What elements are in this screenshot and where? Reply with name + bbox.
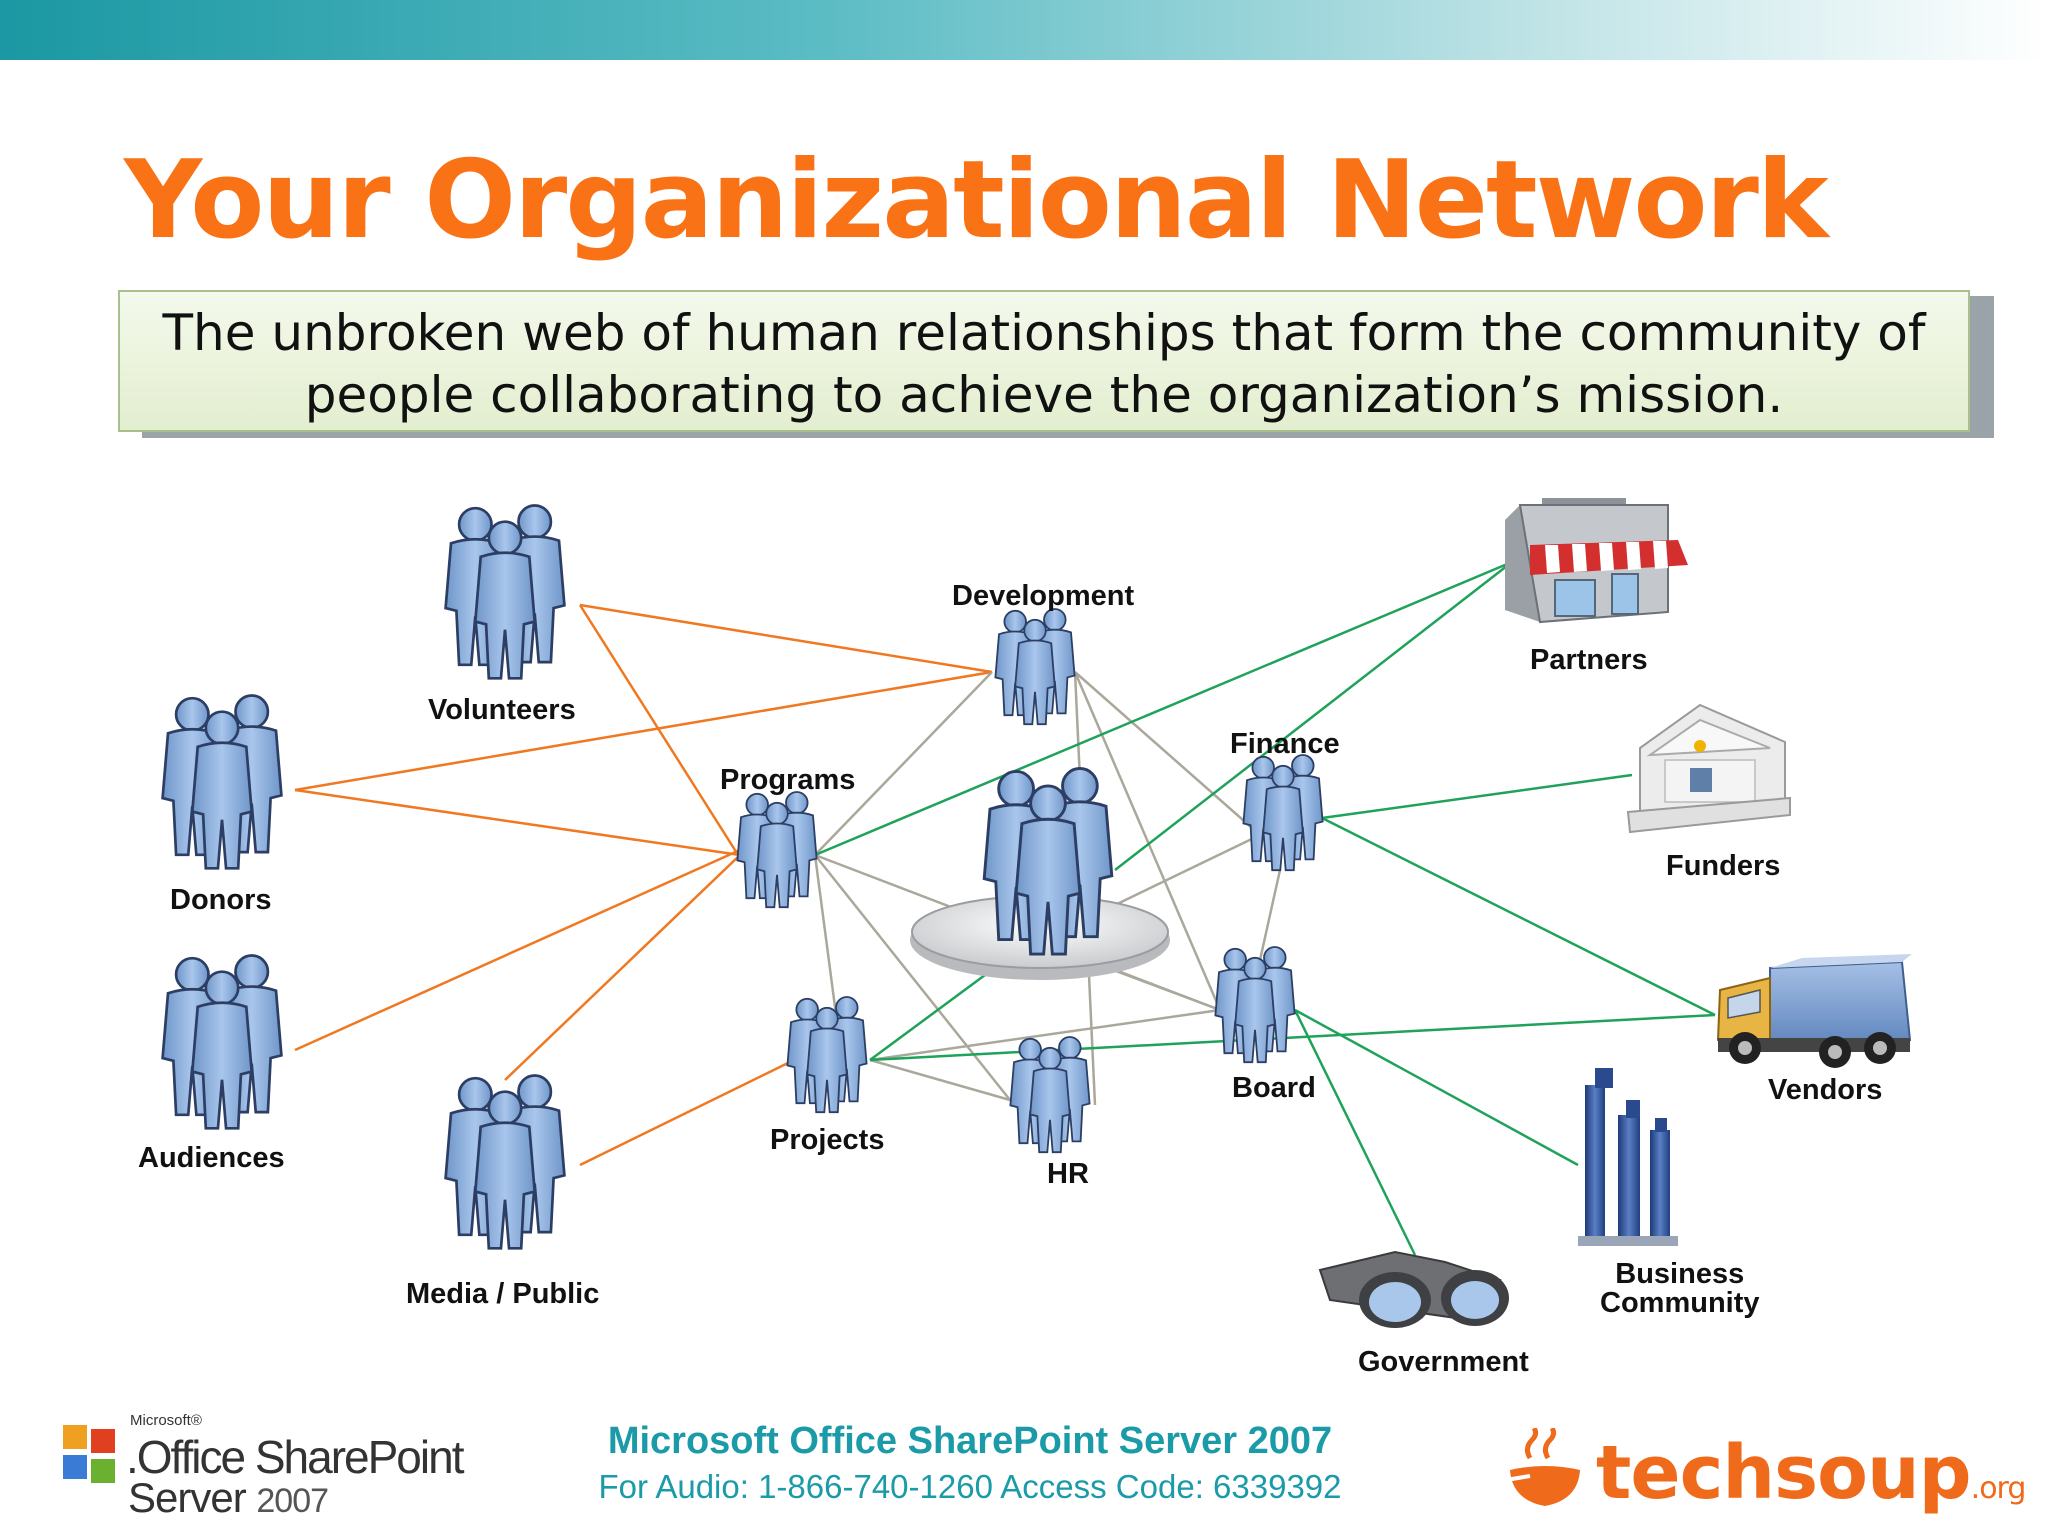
label-projects: Projects xyxy=(770,1124,885,1156)
server-year: 2007 xyxy=(256,1482,329,1520)
label-finance: Finance xyxy=(1230,728,1340,760)
label-business-community: Business Community xyxy=(1600,1260,1760,1318)
label-government: Government xyxy=(1358,1346,1529,1378)
footer-product-title: Microsoft Office SharePoint Server 2007 xyxy=(607,1420,1333,1462)
label-media-public: Media / Public xyxy=(406,1278,600,1310)
projects-people-icon xyxy=(787,997,866,1112)
board-people-icon xyxy=(1215,947,1294,1062)
definition-box: The unbroken web of human relationships … xyxy=(118,290,1970,432)
development-people-icon xyxy=(995,609,1074,724)
programs-people-icon xyxy=(737,792,816,907)
label-programs: Programs xyxy=(720,764,856,796)
central-organization-icon xyxy=(910,769,1170,980)
label-volunteers: Volunteers xyxy=(428,694,576,726)
label-business: Business xyxy=(1615,1258,1745,1290)
finance-people-icon xyxy=(1243,755,1322,870)
truck-icon xyxy=(1716,954,1912,1068)
external-links xyxy=(294,603,993,1167)
label-board: Board xyxy=(1232,1072,1316,1104)
label-partners: Partners xyxy=(1530,644,1648,676)
definition-line-2: people collaborating to achieve the orga… xyxy=(304,366,1784,424)
office-sharepoint-logo: Microsoft® .Office SharePoint Server 200… xyxy=(58,1412,478,1522)
label-funders: Funders xyxy=(1666,850,1781,882)
audiences-people-icon xyxy=(163,956,282,1129)
office-sharepoint-wordmark: .Office SharePoint xyxy=(126,1431,464,1483)
slide-title: Your Organizational Network xyxy=(124,138,1829,263)
storefront-icon xyxy=(1505,498,1688,624)
label-vendors: Vendors xyxy=(1768,1074,1883,1106)
label-hr: HR xyxy=(1047,1158,1089,1190)
binoculars-icon xyxy=(1318,1250,1509,1328)
label-audiences: Audiences xyxy=(138,1142,285,1174)
top-accent-bar xyxy=(0,0,2048,60)
footer-audio-info: For Audio: 1-866-740-1260 Access Code: 6… xyxy=(598,1468,1342,1505)
bank-icon xyxy=(1626,703,1791,834)
techsoup-word: techsoup xyxy=(1596,1430,1972,1516)
techsoup-logo: techsoup.org xyxy=(1500,1428,2026,1518)
techsoup-wordmark: techsoup.org xyxy=(1596,1430,2027,1516)
hr-people-icon xyxy=(1010,1037,1089,1152)
office-logo-icon xyxy=(61,1423,117,1485)
label-donors: Donors xyxy=(170,884,272,916)
server-wordmark: Server 2007 xyxy=(128,1474,329,1522)
volunteers-people-icon xyxy=(446,506,565,679)
skyscraper-icon xyxy=(1578,1068,1678,1246)
partner-links xyxy=(814,560,1716,1256)
media-public-people-icon xyxy=(446,1076,565,1249)
server-word: Server xyxy=(128,1474,247,1521)
soup-bowl-icon xyxy=(1505,1428,1580,1506)
techsoup-org: .org xyxy=(1970,1471,2027,1506)
label-community: Community xyxy=(1600,1287,1760,1319)
definition-line-1: The unbroken web of human relationships … xyxy=(162,304,1926,362)
microsoft-wordmark: Microsoft® xyxy=(130,1412,202,1429)
label-development: Development xyxy=(952,580,1135,612)
donors-people-icon xyxy=(163,696,282,869)
